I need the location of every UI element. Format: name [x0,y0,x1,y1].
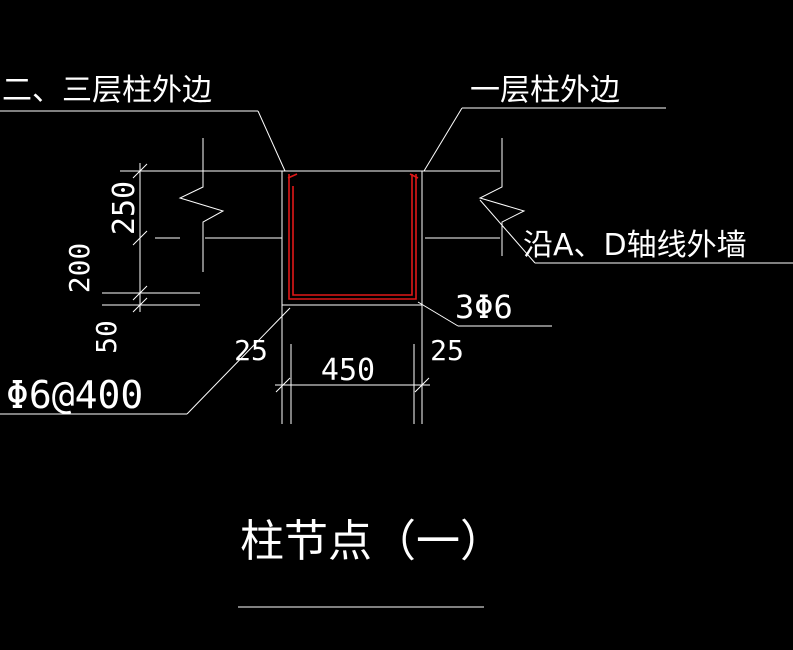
dim-bottom-segment: 50 [90,320,123,354]
dim-left-cover: 25 [234,334,268,367]
leader-stirrups: Φ6@400 [0,307,291,417]
vertical-dimension: 250 200 50 [63,163,148,354]
label-main-bars: 3Φ6 [455,288,513,326]
dim-column-width: 450 [321,353,375,388]
column-outline [281,171,423,424]
label-along-wall: 沿A、D轴线外墙 [523,228,747,263]
drawing-title-block: 柱节点（一） [238,516,504,608]
reinforcement-cage [287,173,419,300]
break-line-right [478,138,526,256]
dim-right-cover: 25 [430,334,464,367]
leader-along-wall: 沿A、D轴线外墙 [479,199,793,264]
break-line-left [178,138,225,272]
leader-main-bars: 3Φ6 [417,288,552,327]
drawing-title: 柱节点（一） [240,516,504,567]
label-ground-floor-edge: 一层柱外边 [470,73,620,108]
label-upper-floor-edge: 二、三层柱外边 [2,73,212,108]
label-stirrups: Φ6@400 [6,373,143,417]
dim-middle-segment: 200 [63,243,96,294]
leader-upper-floor-edge: 二、三层柱外边 [0,73,286,172]
wall-lines [102,170,500,306]
horizontal-dimension: 450 25 25 [234,334,464,424]
leader-ground-floor-edge: 一层柱外边 [423,73,666,172]
dim-top-segment: 250 [107,181,142,235]
